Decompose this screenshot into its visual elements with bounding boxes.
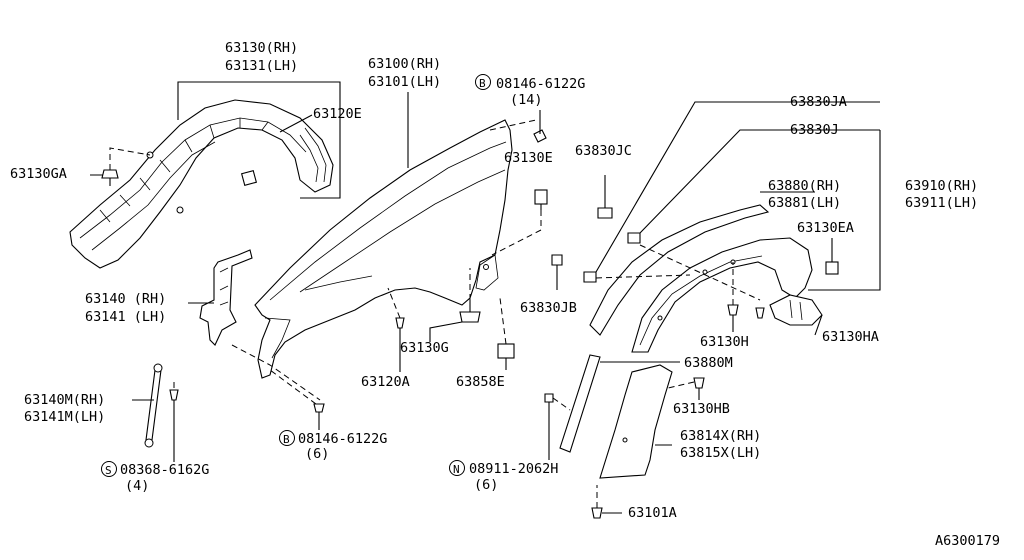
label-n-symbol: N bbox=[453, 463, 460, 476]
label-s-part: 08368-6162G bbox=[120, 462, 209, 478]
label-b2-symbol: B bbox=[283, 433, 290, 446]
label-63880m: 63880M bbox=[684, 355, 733, 371]
clip-63130g bbox=[459, 300, 481, 323]
bolt-63120a bbox=[395, 317, 405, 372]
front-fender-panel bbox=[254, 119, 513, 379]
label-n-part: 08911-2062H bbox=[469, 461, 558, 477]
label-63814x: 63814X(RH) bbox=[680, 428, 761, 444]
label-s-symbol: S bbox=[105, 464, 112, 477]
leader-63120e bbox=[279, 114, 313, 133]
clip-63130ea bbox=[825, 238, 839, 275]
screw-63130ha bbox=[755, 307, 765, 319]
bolt-63101a bbox=[591, 507, 622, 519]
bolt-08146-top bbox=[533, 110, 547, 143]
label-63858e: 63858E bbox=[456, 374, 505, 390]
clip-63130ga bbox=[101, 169, 119, 186]
label-63880: 63880(RH) bbox=[768, 178, 841, 194]
label-63830j: 63830J bbox=[790, 122, 839, 138]
label-63830jb: 63830JB bbox=[520, 300, 577, 316]
label-s-qty: (4) bbox=[125, 478, 149, 494]
label-63120e: 63120E bbox=[313, 106, 362, 122]
label-63830jc: 63830JC bbox=[575, 143, 632, 159]
label-n-qty: (6) bbox=[474, 477, 498, 493]
label-63130g: 63130G bbox=[400, 340, 449, 356]
strut-63140m bbox=[144, 363, 163, 448]
bracket-63140 bbox=[199, 249, 253, 346]
label-63140: 63140 (RH) bbox=[85, 291, 166, 307]
label-b1-part: 08146-6122G bbox=[496, 76, 585, 92]
figure-id: A6300179 bbox=[935, 533, 1000, 549]
label-63140m: 63140M(RH) bbox=[24, 392, 105, 408]
clip-63130e bbox=[534, 189, 548, 210]
bracket-63130ha bbox=[769, 294, 823, 326]
label-63120a: 63120A bbox=[361, 374, 410, 390]
label-b2-part: 08146-6122G bbox=[298, 431, 387, 447]
label-63815x: 63815X(LH) bbox=[680, 445, 761, 461]
label-63130hb: 63130HB bbox=[673, 401, 730, 417]
label-63101: 63101(LH) bbox=[368, 74, 441, 90]
label-63141: 63141 (LH) bbox=[85, 309, 166, 325]
clip-63830jb bbox=[551, 254, 563, 290]
label-63130h: 63130H bbox=[700, 334, 749, 350]
label-b2-qty: (6) bbox=[305, 446, 329, 462]
label-63130: 63130(RH) bbox=[225, 40, 298, 56]
label-63881: 63881(LH) bbox=[768, 195, 841, 211]
label-b1-symbol: B bbox=[479, 77, 486, 90]
grommet-63830jc bbox=[597, 175, 613, 219]
label-63130ea: 63130EA bbox=[797, 220, 854, 236]
label-63830ja: 63830JA bbox=[790, 94, 847, 110]
screw-63130h bbox=[727, 304, 739, 332]
bolt-08146-bottom bbox=[313, 403, 325, 430]
label-63911: 63911(LH) bbox=[905, 195, 978, 211]
label-63910: 63910(RH) bbox=[905, 178, 978, 194]
screw-63130hb bbox=[693, 377, 705, 400]
clip-63830jb-2 bbox=[583, 271, 597, 283]
molding-63880 bbox=[589, 204, 770, 336]
label-63141m: 63141M(LH) bbox=[24, 409, 105, 425]
label-63130e: 63130E bbox=[504, 150, 553, 166]
label-b1-qty: (14) bbox=[510, 92, 543, 108]
nut-symbol-n bbox=[449, 460, 465, 476]
bolt-symbol-b-top bbox=[475, 74, 491, 90]
molding-63880m bbox=[559, 354, 601, 453]
mud-guard-63814x bbox=[599, 364, 673, 479]
fender-flare-63910 bbox=[631, 237, 813, 353]
label-63131: 63131(LH) bbox=[225, 58, 298, 74]
nut-08911 bbox=[544, 393, 554, 460]
bolt-symbol-b-bottom bbox=[279, 430, 295, 446]
label-63100: 63100(RH) bbox=[368, 56, 441, 72]
clip-63858e bbox=[497, 343, 515, 370]
label-63130ha: 63130HA bbox=[822, 329, 879, 345]
label-63101a: 63101A bbox=[628, 505, 677, 521]
bolt-symbol-s bbox=[101, 461, 117, 477]
clip-63830j bbox=[627, 232, 641, 244]
label-63130ga: 63130GA bbox=[10, 166, 67, 182]
leader-63130 bbox=[177, 81, 341, 199]
bolt-08368 bbox=[169, 389, 179, 462]
